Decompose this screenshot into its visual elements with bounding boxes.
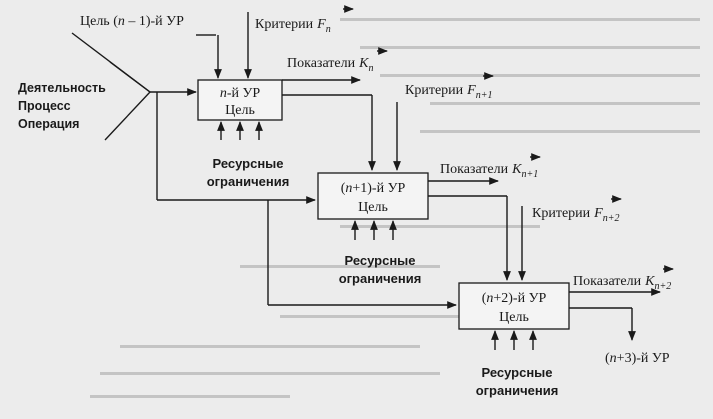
final-output-label: (n+3)-й УР xyxy=(605,351,670,366)
background-page-texture xyxy=(90,18,700,398)
resources-n-arrows xyxy=(217,121,263,140)
resources-n1-line2: ограничения xyxy=(339,271,422,286)
level-n-box: n-й УР Цель xyxy=(197,79,283,121)
process-label: Процесс xyxy=(18,99,71,113)
operation-label: Операция xyxy=(18,117,79,131)
level-n1-goal: Цель xyxy=(358,200,388,215)
input-fan-lines xyxy=(71,32,197,141)
goal-input-label: Цель (n – 1)-й УР xyxy=(80,14,184,29)
level-n1-box: (n+1)-й УР Цель xyxy=(317,172,429,220)
resources-n-line2: ограничения xyxy=(207,174,290,189)
resources-n2-line1: Ресурсные xyxy=(481,365,552,380)
resources-n2-line2: ограничения xyxy=(476,383,559,398)
level-n-goal: Цель xyxy=(225,103,255,118)
resources-n1-arrows xyxy=(351,220,397,240)
level-n1-title: (n+1)-й УР xyxy=(341,181,406,196)
resources-n-line1: Ресурсные xyxy=(212,156,283,171)
level-n2-box: (n+2)-й УР Цель xyxy=(458,282,570,330)
level-n2-title: (n+2)-й УР xyxy=(482,291,547,306)
level-n-title: n-й УР xyxy=(220,86,261,101)
resources-n2-arrows xyxy=(491,330,537,350)
level-n2-goal: Цель xyxy=(499,310,529,325)
activity-label: Деятельность xyxy=(18,81,106,95)
resources-n1-line1: Ресурсные xyxy=(344,253,415,268)
